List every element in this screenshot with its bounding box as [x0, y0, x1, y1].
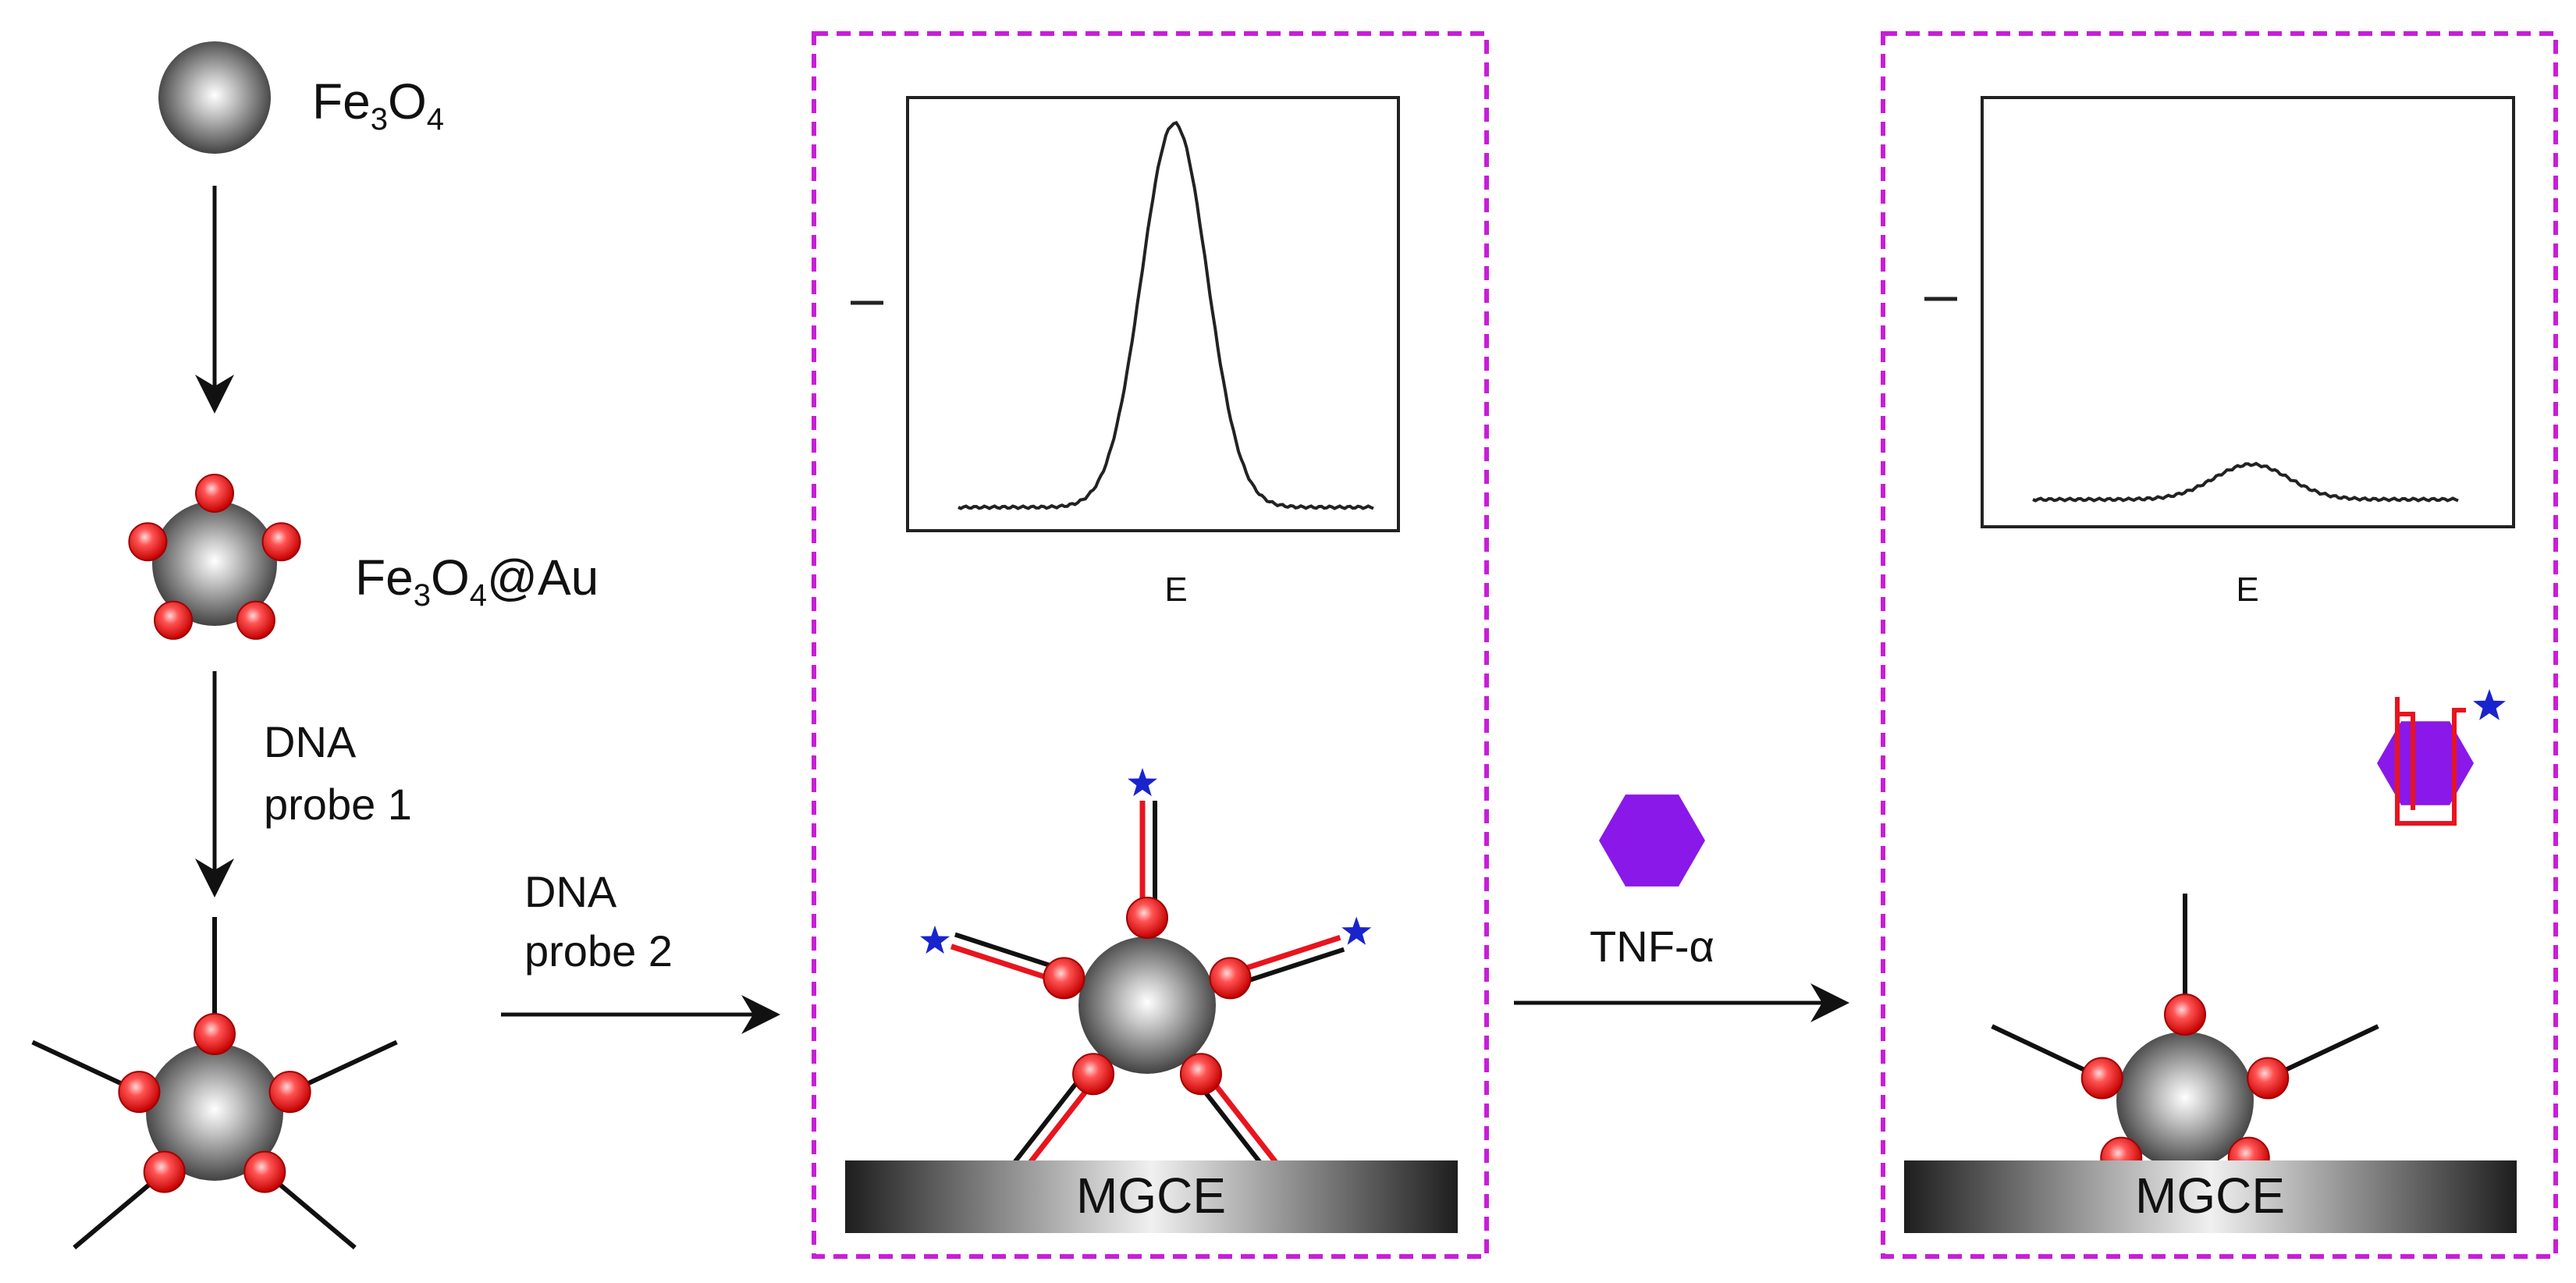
- panel1-gold-bead: [1179, 1053, 1222, 1096]
- probe1-label-line1: DNA: [264, 717, 357, 766]
- panel1-electrode-bar: [845, 1160, 1458, 1233]
- panel2-core: [2116, 1032, 2254, 1169]
- panel2-voltammogram: E: [1924, 96, 2515, 609]
- panel2-gold-bead: [2247, 1057, 2290, 1100]
- probe1-gold-bead: [268, 1071, 311, 1114]
- panel2-gold-bead: [2164, 993, 2206, 1036]
- panel2-axis-label: E: [2236, 570, 2258, 609]
- panel1-gold-bead: [1072, 1053, 1115, 1096]
- fe3o4au-gold-bead: [154, 600, 194, 640]
- panel1-gold-bead: [1126, 897, 1168, 939]
- fe3o4au-gold-bead: [236, 600, 275, 640]
- panel1-plot-frame: [906, 96, 1400, 532]
- fe3o4au-core: [152, 501, 277, 626]
- released-probe2-fold: [2397, 712, 2415, 810]
- panel2-electrode-bar: [1904, 1160, 2517, 1233]
- tnf-hexagon-icon: [1599, 794, 1705, 887]
- panel2-border: [1881, 31, 2558, 1259]
- probe1-particle: [31, 917, 398, 1249]
- probe1-gold-bead: [118, 1071, 161, 1114]
- fe3o4au-label: Fe3O4@Au: [355, 549, 599, 613]
- aptamer-tnf-complex: [2377, 689, 2506, 826]
- fe3o4-particle: [158, 41, 271, 154]
- probe2-label-line2: probe 2: [524, 926, 673, 976]
- panel1-curve: [958, 120, 1374, 510]
- panel2-gold-bead: [2080, 1057, 2123, 1100]
- tnf-label: TNF-α: [1590, 922, 1714, 971]
- tnf-bound-hexagon-icon: [2377, 721, 2474, 805]
- panel1-border: [812, 31, 1489, 1259]
- fe3o4-core: [158, 41, 271, 154]
- panel2-curve: [2032, 461, 2459, 503]
- released-probe2-strand: [2395, 697, 2466, 826]
- panel1-gold-bead: [1043, 957, 1085, 1000]
- panel1-star-label-icon: [920, 925, 950, 954]
- panel1-star-label-icon: [1341, 916, 1372, 945]
- probe1-gold-bead: [194, 1013, 236, 1055]
- probe1-label-line2: probe 1: [264, 780, 412, 829]
- probe1-gold-bead: [143, 1150, 186, 1193]
- probe1-gold-bead: [243, 1150, 286, 1193]
- fe3o4au-particle: [128, 474, 301, 640]
- panel1-voltammogram: E: [851, 96, 1400, 609]
- fe3o4au-gold-bead: [261, 522, 301, 562]
- panel2-electrode: MGCE: [1904, 1160, 2517, 1233]
- panel2-plot-frame: [1981, 96, 2515, 528]
- panel1-electrode-label: MGCE: [1076, 1167, 1226, 1224]
- fe3o4-label: Fe3O4: [312, 73, 444, 137]
- fe3o4au-gold-bead: [128, 522, 168, 562]
- panel1-core: [1078, 936, 1216, 1074]
- probe2-label-line1: DNA: [524, 867, 617, 916]
- panel1-assembly: [920, 768, 1372, 1196]
- panel1-electrode: MGCE: [845, 1160, 1458, 1233]
- released-star-label-icon: [2473, 689, 2506, 720]
- panel2-electrode-label: MGCE: [2135, 1167, 2285, 1224]
- panel1-axis-label: E: [1164, 570, 1187, 609]
- probe1-core: [146, 1043, 283, 1181]
- fe3o4au-gold-bead: [195, 474, 234, 513]
- panel1-star-label-icon: [1128, 768, 1157, 797]
- panel1-gold-bead: [1209, 957, 1252, 1000]
